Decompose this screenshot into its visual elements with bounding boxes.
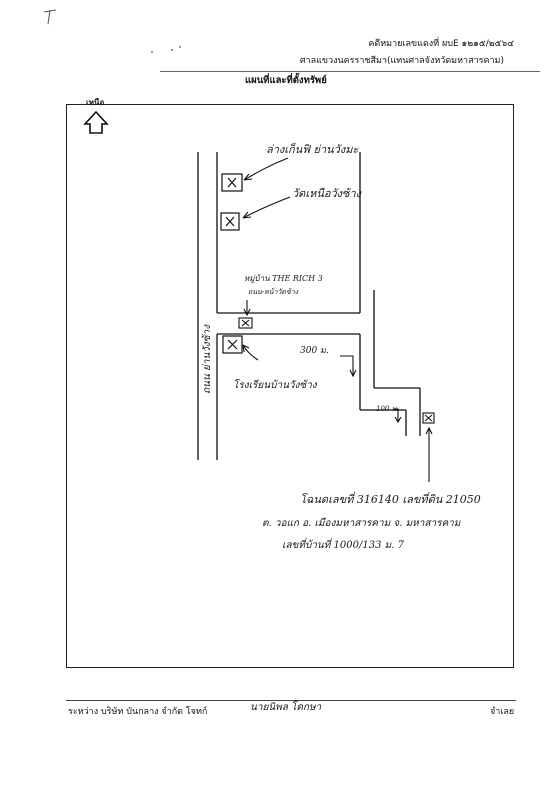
court-name: ศาลแขวงนครราชสีมา(แทนศาลจังหวัดมหาสารคาม…	[299, 56, 504, 66]
distance-label-1: 300 ม.	[300, 346, 329, 356]
case-number: คดีหมายเลขแดงที่ ผบE ๑๒๑๕/๒๕๖๔	[368, 39, 514, 49]
school-label: โรงเรียนบ้านวังซ้าง	[233, 380, 317, 391]
address-district: ต. วอแก อ. เมืองมหาสารคาม จ. มหาสารคาม	[262, 518, 461, 529]
landmark-label-2: วัดเหนือวังซ้าง	[292, 187, 362, 200]
landmark-label-1: ล่างเก็นฟิ ย่านวังมะ	[266, 143, 359, 156]
map-title: แผนที่และที่ตั้งทรัพย์	[245, 75, 327, 86]
address-house-number: เลขที่บ้านที่ 1000/133 ม. 7	[282, 540, 404, 551]
north-arrow-icon	[83, 110, 109, 134]
school-box	[222, 335, 243, 354]
village-sublabel: ถนน-หน้าวัดซ้าง	[248, 288, 299, 296]
road-label: ถนน ย่านวังซ้าง	[202, 325, 213, 394]
village-label: หมู่บ้าน THE RICH 3	[244, 274, 323, 283]
map-frame	[66, 104, 514, 668]
plaintiff-line: ระหว่าง บริษัท บันกลาง จำกัด โจทก์	[68, 707, 208, 717]
side-road	[217, 152, 421, 436]
main-road	[197, 152, 218, 460]
north-label: เหนือ	[86, 98, 105, 107]
defendant-label: จำเลย	[490, 707, 515, 717]
distance-label-2: 100 ม.	[376, 405, 399, 413]
deed-number: โฉนดเลขที่ 316140 เลขที่ดิน 21050	[300, 493, 481, 506]
header-divider	[160, 71, 540, 72]
village-gate-box	[238, 317, 253, 329]
pointer-arrows	[242, 157, 433, 482]
footer-divider	[66, 700, 516, 701]
landmark-box-1	[221, 173, 243, 192]
defendant-name: นายนิพล โดกษา	[250, 702, 322, 713]
property-box	[422, 412, 435, 424]
landmark-box-2	[220, 212, 240, 231]
